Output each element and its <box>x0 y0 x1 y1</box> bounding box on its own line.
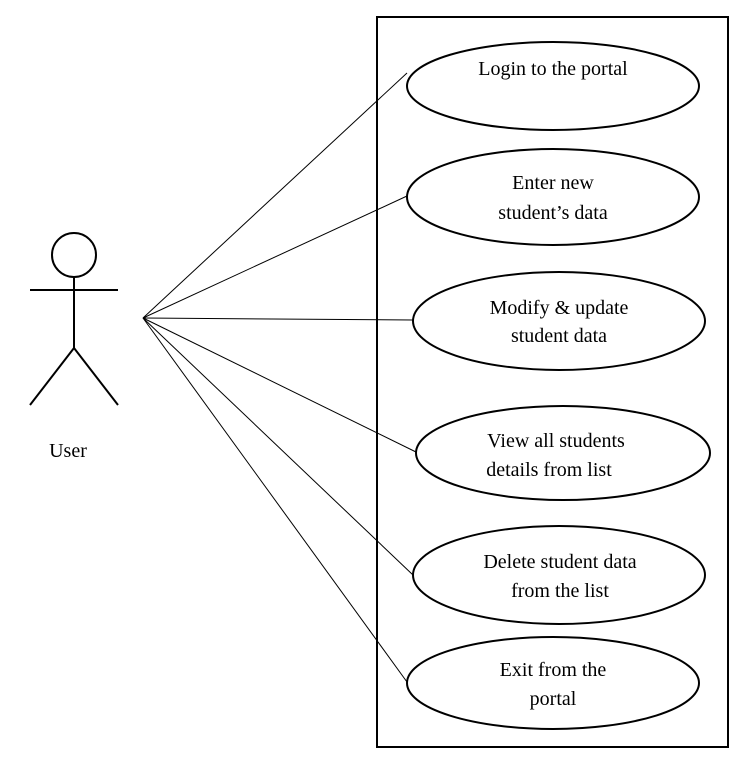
use-case-label-line1: Modify & update <box>490 297 629 319</box>
use-case-label-line1: Delete student data <box>483 551 636 573</box>
use-case-exit: Exit from the portal <box>406 636 700 730</box>
association-line-enter <box>142 195 408 319</box>
association-line-delete <box>142 317 414 576</box>
associations <box>142 72 417 683</box>
association-line-view <box>142 317 417 453</box>
actor-figure <box>29 232 119 406</box>
use-case-ellipse <box>406 148 700 246</box>
use-case-ellipse <box>406 41 700 131</box>
use-case-label-line1: Enter new <box>512 172 594 194</box>
actor-left-leg <box>29 347 75 406</box>
use-case-ellipse <box>412 525 706 625</box>
use-case-label-line1: View all students <box>487 430 625 452</box>
use-case-label-line2: from the list <box>511 580 609 602</box>
use-case-delete: Delete student data from the list <box>412 525 706 625</box>
association-line-modify <box>142 317 414 321</box>
use-case-view-all: View all students details from list <box>415 405 711 501</box>
use-case-label-line1: Exit from the <box>500 659 607 681</box>
association-line-exit <box>142 317 408 683</box>
use-case-enter-data: Enter new student’s data <box>406 148 700 246</box>
use-case-ellipse <box>406 636 700 730</box>
actor-head <box>51 232 97 278</box>
use-case-ellipse <box>412 271 706 371</box>
use-case-label-line2: student data <box>511 325 607 347</box>
actor-right-leg <box>73 347 119 406</box>
use-case-login: Login to the portal <box>406 41 700 131</box>
association-line-login <box>142 72 408 319</box>
use-case-ellipse <box>415 405 711 501</box>
use-case-label: Login to the portal <box>478 58 628 80</box>
use-case-label-line2: student’s data <box>498 202 608 224</box>
use-case-label-line2: details from list <box>486 459 612 481</box>
actor-label: User <box>49 440 87 462</box>
use-case-label-line2: portal <box>530 688 577 710</box>
system-boundary <box>376 16 729 748</box>
use-case-modify-update: Modify & update student data <box>412 271 706 371</box>
